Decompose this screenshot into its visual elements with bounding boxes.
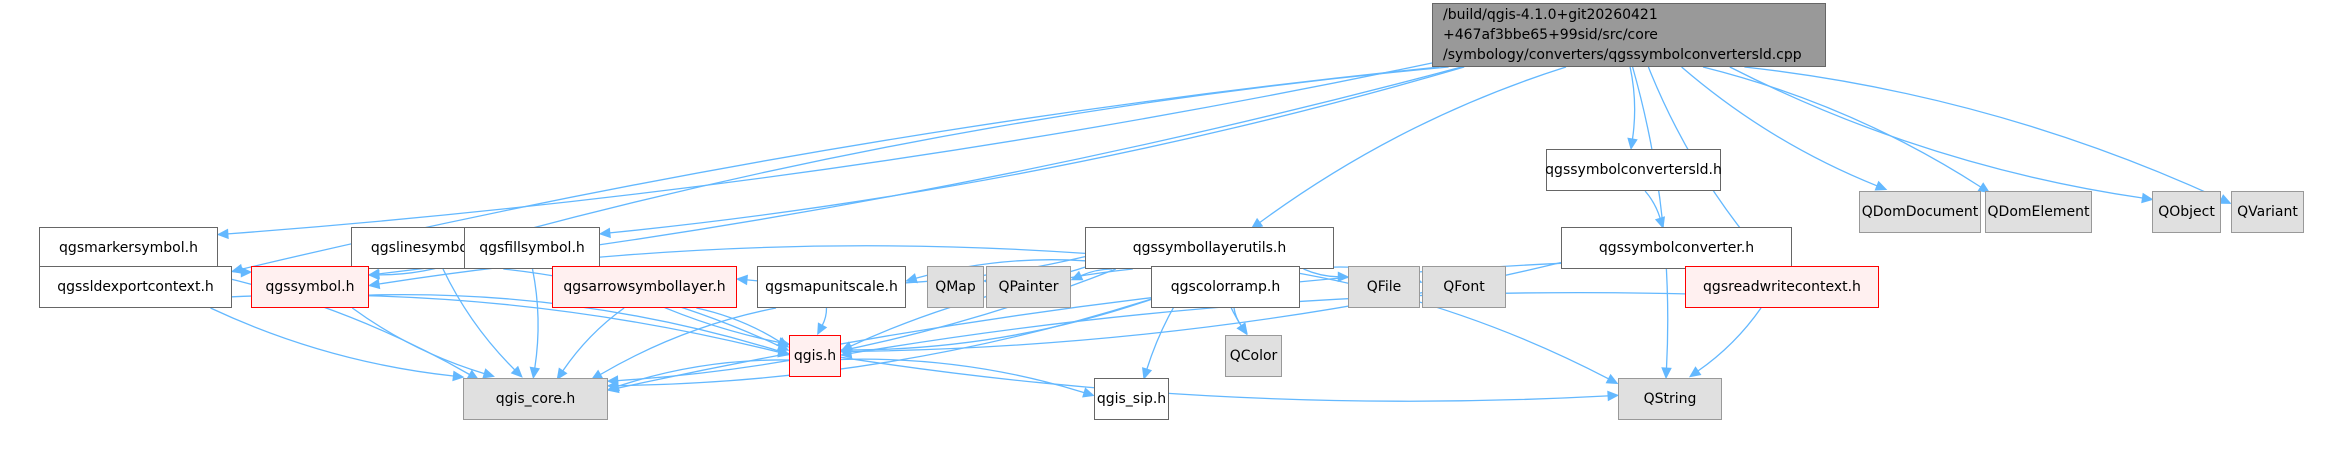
edge-qgis-to-qgis_core bbox=[617, 359, 790, 387]
node-qdomdocument: QDomDocument bbox=[1859, 191, 1981, 233]
arrowhead-icon bbox=[1607, 390, 1620, 402]
edge-root-to-qgslinesymbol bbox=[514, 66, 1449, 234]
root-path-line: /build/qgis-4.1.0+git20260421 bbox=[1443, 7, 1658, 23]
arrowhead-icon bbox=[1977, 182, 1991, 194]
edge-qgsmapunitscale-to-qgis_core bbox=[600, 307, 777, 376]
node-qgscolorramp[interactable]: qgscolorramp.h bbox=[1151, 266, 1300, 308]
node-qvariant: QVariant bbox=[2231, 191, 2304, 233]
edge-qgssymbollayerutils-to-QPainter bbox=[1080, 268, 1113, 277]
edge-qgssymbol-to-qgis_core bbox=[351, 307, 485, 375]
root-path-line: /symbology/converters/qgssymbolconverter… bbox=[1443, 47, 1802, 63]
arrowhead-icon bbox=[1605, 373, 1619, 385]
arrowhead-icon bbox=[1142, 367, 1153, 380]
arrowhead-icon bbox=[1874, 180, 1888, 191]
node-qpainter: QPainter bbox=[986, 266, 1071, 308]
arrowhead-icon bbox=[1337, 271, 1350, 283]
node-qcolor: QColor bbox=[1225, 335, 1282, 377]
edge-qgslinesymbol-to-qgis_core bbox=[442, 268, 516, 371]
node-qgsfillsymbol[interactable]: qgsfillsymbol.h bbox=[464, 227, 600, 269]
arrowhead-icon bbox=[2218, 194, 2232, 204]
edge-qgscolorramp-to-qgis bbox=[850, 298, 1152, 351]
edge-qgscolorramp-to-QColor bbox=[1233, 307, 1242, 327]
arrowhead-icon bbox=[2141, 192, 2154, 204]
edge-qgssymbollayerutils-to-QString bbox=[1273, 268, 1609, 380]
node-qgssymbollayerutils[interactable]: qgssymbollayerutils.h bbox=[1085, 227, 1334, 269]
edge-qgssldexportcontext-to-qgis_core bbox=[210, 307, 454, 377]
arrowhead-icon bbox=[607, 381, 621, 392]
node-qgis[interactable]: qgis.h bbox=[789, 335, 841, 377]
arrowhead-icon bbox=[482, 368, 495, 379]
node-qgis-sip[interactable]: qgis_sip.h bbox=[1094, 378, 1169, 420]
arrowhead-icon bbox=[776, 336, 790, 348]
node-qdomelement: QDomElement bbox=[1985, 191, 2092, 233]
arrowhead-icon bbox=[1688, 366, 1702, 378]
edge-root-to-qgsmarkersymbol bbox=[227, 62, 1433, 235]
node-qgssldexportcontext[interactable]: qgssldexportcontext.h bbox=[39, 266, 232, 308]
arrowhead-icon bbox=[529, 366, 541, 380]
node-qgsmapunitscale[interactable]: qgsmapunitscale.h bbox=[757, 266, 906, 308]
edge-qgsmapunitscale-to-qgis bbox=[821, 307, 828, 326]
arrowhead-icon bbox=[598, 227, 611, 239]
arrowhead-icon bbox=[777, 345, 790, 356]
node-qgssymbolconvertersld[interactable]: qgssymbolconvertersld.h bbox=[1545, 149, 1722, 191]
arrowhead-icon bbox=[817, 322, 828, 336]
node-qobject: QObject bbox=[2152, 191, 2221, 233]
node-qgsarrowsymbollayer[interactable]: qgsarrowsymbollayer.h bbox=[552, 266, 737, 308]
node-qfont: QFont bbox=[1422, 266, 1506, 308]
edge-qgssymbolconvertersld-to-qgssymbolconverter bbox=[1644, 190, 1661, 219]
edge-qgsreadwritecontext-to-QString bbox=[1697, 307, 1762, 372]
node-qfile: QFile bbox=[1348, 266, 1420, 308]
edge-qgsfillsymbol-to-qgis_core bbox=[531, 268, 539, 369]
edge-qgscolorramp-to-qgis_core bbox=[617, 298, 1152, 387]
edge-root-to-QObject bbox=[1729, 66, 2143, 199]
node-qstring: QString bbox=[1618, 378, 1722, 420]
edge-qgsarrowsymbollayer-to-qgis_core bbox=[562, 307, 625, 372]
arrowhead-icon bbox=[839, 348, 853, 359]
arrowhead-icon bbox=[367, 269, 380, 281]
edge-root-to-qgssymbollayerutils bbox=[1259, 66, 1567, 224]
edge-root-to-QVariant bbox=[1744, 66, 2222, 200]
node-qgssymbol[interactable]: qgssymbol.h bbox=[251, 266, 369, 308]
node-qgsmarkersymbol[interactable]: qgsmarkersymbol.h bbox=[39, 227, 218, 269]
edge-qgssymbollayerutils-to-QFile bbox=[1303, 268, 1339, 278]
arrowhead-icon bbox=[1082, 387, 1095, 398]
arrowhead-icon bbox=[1654, 216, 1665, 229]
arrowhead-icon bbox=[367, 278, 381, 290]
arrowhead-icon bbox=[1661, 367, 1672, 380]
arrowhead-icon bbox=[905, 273, 918, 284]
edge-qgis-to-QString bbox=[840, 356, 1609, 402]
node-qgis-core: qgis_core.h bbox=[463, 378, 608, 420]
edge-qgssymbollayerutils-to-qgssymbol bbox=[378, 245, 1086, 285]
edge-root-to-QDomElement bbox=[1702, 66, 1982, 188]
arrowhead-icon bbox=[1627, 137, 1638, 151]
arrowhead-icon bbox=[240, 266, 253, 278]
node-qgssymbolconverter[interactable]: qgssymbolconverter.h bbox=[1561, 227, 1792, 269]
arrowhead-icon bbox=[735, 274, 748, 286]
arrowhead-icon bbox=[556, 367, 568, 381]
arrowhead-icon bbox=[452, 370, 465, 382]
node-qgsreadwritecontext[interactable]: qgsreadwritecontext.h bbox=[1685, 266, 1879, 308]
root-path-line: +467af3bbe65+99sid/src/core bbox=[1443, 27, 1658, 43]
edge-qgsarrowsymbollayer-to-qgis bbox=[696, 307, 781, 343]
edge-root-to-QDomDocument bbox=[1681, 66, 1878, 187]
arrowhead-icon bbox=[1236, 322, 1248, 335]
arrowhead-icon bbox=[510, 365, 523, 378]
root-file-node: /build/qgis-4.1.0+git20260421 +467af3bbe6… bbox=[1432, 3, 1826, 67]
edge-root-to-QString bbox=[1631, 66, 1669, 369]
edge-root-to-qgsfillsymbol bbox=[609, 66, 1465, 234]
edge-root-to-qgssymbolconvertersld bbox=[1629, 66, 1636, 140]
arrowhead-icon bbox=[216, 228, 229, 240]
node-qmap: QMap bbox=[927, 266, 984, 308]
